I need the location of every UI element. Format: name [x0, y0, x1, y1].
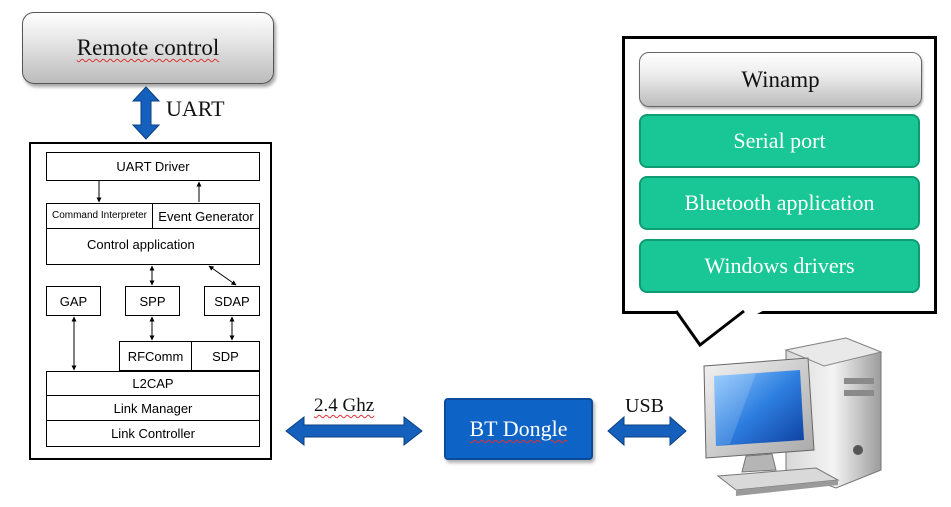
- bt-dongle-box: BT Dongle: [444, 398, 593, 460]
- rf-link-arrow: [285, 415, 423, 447]
- l2cap-label: L2CAP: [132, 376, 174, 391]
- windows-drivers-box: Windows drivers: [639, 239, 920, 293]
- uart-driver-box: UART Driver: [46, 152, 260, 181]
- control-sdap-connector: [208, 265, 237, 286]
- gap-label: GAP: [59, 293, 88, 309]
- windows-drivers-label: Windows drivers: [704, 253, 855, 278]
- link-controller-label: Link Controller: [111, 426, 195, 441]
- sdp-label: SDP: [212, 348, 239, 364]
- gap-box: GAP: [46, 286, 101, 316]
- usb-link-arrow: [607, 415, 687, 447]
- l2cap-box: L2CAP: [46, 371, 260, 396]
- usb-link-label: USB: [625, 395, 664, 417]
- link-manager-label: Link Manager: [113, 400, 193, 416]
- rfcomm-label: RFComm: [127, 348, 184, 364]
- spp-box: SPP: [125, 286, 180, 316]
- link-controller-box: Link Controller: [46, 420, 260, 447]
- event-generator-label: Event Generator: [158, 208, 254, 224]
- command-interpreter-box: Command Interpreter: [46, 203, 153, 229]
- sdp-box: SDP: [191, 341, 260, 371]
- serial-port-box: Serial port: [639, 114, 920, 168]
- control-application-label: Control application: [87, 237, 195, 252]
- desktop-computer-icon: [703, 337, 883, 496]
- winamp-box: Winamp: [639, 52, 922, 107]
- rf-link-label: 2.4 Ghz: [314, 395, 375, 416]
- uart-driver-label: UART Driver: [116, 159, 190, 174]
- callout-pointer: [674, 308, 768, 348]
- spp-label: SPP: [139, 293, 166, 309]
- bt-dongle-label: BT Dongle: [469, 416, 568, 441]
- bluetooth-application-label: Bluetooth application: [684, 190, 875, 215]
- rfcomm-box: RFComm: [119, 341, 192, 371]
- link-manager-box: Link Manager: [46, 395, 260, 421]
- event-generator-box: Event Generator: [152, 203, 260, 229]
- command-interpreter-label: Command Interpreter: [51, 210, 148, 221]
- bluetooth-application-box: Bluetooth application: [639, 176, 920, 230]
- control-application-box: Control application: [46, 228, 260, 265]
- serial-port-label: Serial port: [733, 128, 826, 153]
- sdap-label: SDAP: [214, 293, 250, 309]
- sdap-box: SDAP: [204, 286, 260, 316]
- uart-label: UART: [166, 96, 225, 121]
- winamp-label: Winamp: [741, 66, 820, 92]
- uart-arrow: [131, 86, 161, 140]
- remote-control-label: Remote control: [76, 35, 220, 60]
- remote-control-box: Remote control: [22, 12, 274, 84]
